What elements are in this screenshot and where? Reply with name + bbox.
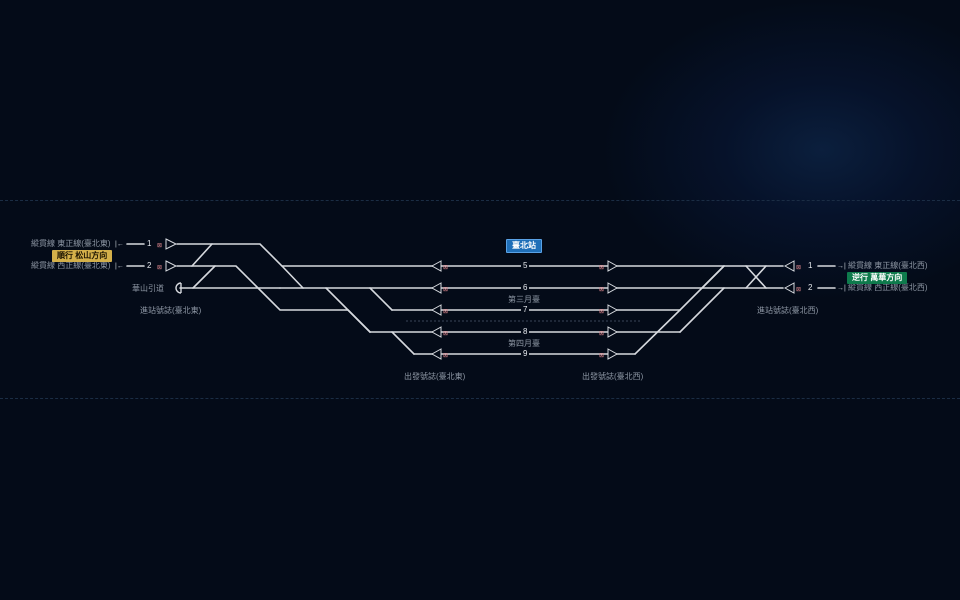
starting-signal-east-label: 出發號誌(臺北東) xyxy=(404,372,466,381)
track-crossover xyxy=(745,265,767,289)
signal-marker-icon: ⊠ xyxy=(443,265,448,271)
track-crossover xyxy=(191,243,213,267)
track-crossover xyxy=(192,265,216,289)
track-diagonal xyxy=(391,331,415,355)
station-track-number: 8 xyxy=(521,327,530,337)
station-name-badge: 臺北站 xyxy=(506,239,542,253)
signal-marker-icon: ⊠ xyxy=(157,243,162,249)
siding-label: 華山引道 xyxy=(132,284,164,293)
station-track-number: 5 xyxy=(521,261,530,271)
signal-icon[interactable] xyxy=(607,260,619,272)
entry-track-number: 1 xyxy=(147,239,152,248)
platform-4-label: 第四月臺 xyxy=(508,339,540,348)
upper-divider xyxy=(0,200,960,201)
signal-marker-icon: ⊠ xyxy=(443,309,448,315)
right-track2-label: 縱貫線 西正線(臺北西) xyxy=(848,283,928,292)
signal-icon[interactable] xyxy=(430,348,442,360)
signal-icon[interactable] xyxy=(607,348,619,360)
track-diagonal xyxy=(679,287,725,333)
station-track-number: 9 xyxy=(521,349,530,359)
direction-badge-right: 逆行 萬華方向 xyxy=(847,272,908,284)
exit-track-number: 2 xyxy=(808,283,813,292)
track-diagonal xyxy=(347,309,371,333)
left-track1-label: 縱貫線 東正線(臺北東) xyxy=(31,239,111,248)
right-track1-label: 縱貫線 東正線(臺北西) xyxy=(848,261,928,270)
track-route-entry1 xyxy=(176,243,304,289)
direction-arrow-icon: →| xyxy=(837,263,846,270)
signal-icon[interactable] xyxy=(430,326,442,338)
entry-track-number: 2 xyxy=(147,261,152,270)
signal-marker-icon: ⊠ xyxy=(796,265,801,271)
direction-arrow-icon: →| xyxy=(837,285,846,292)
signal-marker-icon: ⊠ xyxy=(599,265,604,271)
signal-icon[interactable] xyxy=(430,282,442,294)
signal-icon[interactable] xyxy=(783,282,795,294)
signal-marker-icon: ⊠ xyxy=(157,265,162,271)
signal-icon[interactable] xyxy=(607,326,619,338)
station-track-number: 6 xyxy=(521,283,530,293)
signal-marker-icon: ⊠ xyxy=(599,353,604,359)
home-signal-east-label: 進站號誌(臺北東) xyxy=(140,306,202,315)
lower-divider xyxy=(0,398,960,399)
signal-marker-icon: ⊠ xyxy=(599,287,604,293)
signal-icon[interactable] xyxy=(165,260,178,272)
buffer-stop-icon xyxy=(175,282,182,294)
signal-icon[interactable] xyxy=(607,282,619,294)
track-diagonal xyxy=(634,309,681,355)
direction-badge-left: 順行 松山方向 xyxy=(52,250,113,262)
signal-marker-icon: ⊠ xyxy=(796,287,801,293)
track-diagonal xyxy=(701,265,725,289)
signal-marker-icon: ⊠ xyxy=(443,353,448,359)
signal-icon[interactable] xyxy=(430,304,442,316)
track-diagonal xyxy=(369,287,393,311)
home-signal-west-label: 進站號誌(臺北西) xyxy=(757,306,819,315)
signal-icon[interactable] xyxy=(607,304,619,316)
exit-track-number: 1 xyxy=(808,261,813,270)
signal-icon[interactable] xyxy=(430,260,442,272)
platform-3-label: 第三月臺 xyxy=(508,295,540,304)
signal-marker-icon: ⊠ xyxy=(443,331,448,337)
direction-arrow-icon: |← xyxy=(115,241,124,248)
left-track2-label: 縱貫線 西正線(臺北東) xyxy=(31,261,111,270)
signal-marker-icon: ⊠ xyxy=(599,309,604,315)
signal-icon[interactable] xyxy=(783,260,795,272)
station-track-number: 7 xyxy=(521,305,530,315)
direction-arrow-icon: |← xyxy=(115,263,124,270)
starting-signal-west-label: 出發號誌(臺北西) xyxy=(582,372,644,381)
signal-icon[interactable] xyxy=(165,238,178,250)
signal-marker-icon: ⊠ xyxy=(443,287,448,293)
signal-marker-icon: ⊠ xyxy=(599,331,604,337)
